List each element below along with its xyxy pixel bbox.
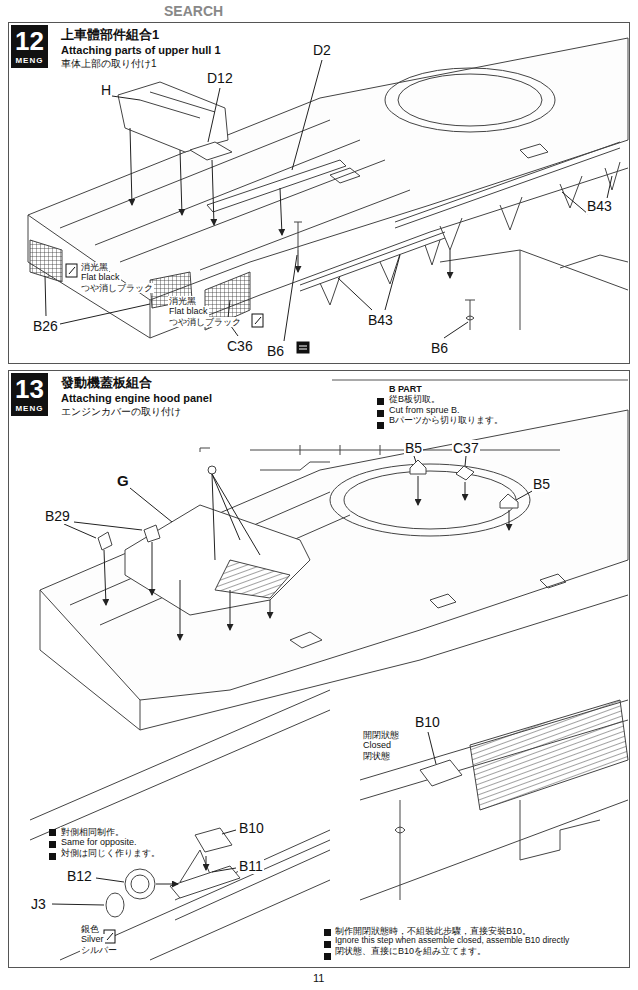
part-number: J3	[30, 896, 47, 912]
paint-note: 消光黑	[80, 262, 109, 272]
paint-note: 銀色	[80, 924, 100, 934]
part-letter: G	[116, 472, 130, 489]
step-frame: 上車體部件組合1Attaching parts of upper hull 1車…	[8, 22, 630, 364]
paint-note: Flat black	[80, 272, 121, 282]
step-frame: 發動機蓋板組合Attaching engine hood panelエンジンカバ…	[8, 370, 630, 968]
part-number: B5	[404, 440, 423, 456]
part-number: B43	[367, 312, 394, 328]
part-number: B43	[586, 198, 613, 214]
note-text: 閉状態、直接にB10を組み立てます。	[334, 946, 487, 956]
page-number: 11	[312, 972, 325, 985]
step-badge: 12MENG	[11, 25, 48, 68]
note-heading: B PART	[388, 384, 423, 394]
part-number: B26	[32, 318, 59, 334]
step-badge: 13MENG	[11, 373, 48, 416]
part-number: D2	[312, 42, 332, 58]
state-note: Closed	[362, 740, 392, 750]
watermark: SEARCH	[163, 3, 224, 19]
paint-note: 消光黑	[168, 296, 197, 306]
state-note: 開閉狀態	[362, 730, 400, 740]
step-heading: 發動機蓋板組合	[61, 375, 152, 391]
part-number: B12	[66, 868, 93, 884]
part-number: C37	[452, 440, 480, 456]
brand-mark: MENG	[15, 405, 43, 413]
note-text: Bパーツから切り取ります。	[388, 415, 504, 425]
step-number: 13	[15, 376, 44, 402]
note-text: 制作開閉狀態時，不組裝此步驟，直接安裝B10。	[334, 926, 532, 936]
step-heading: Attaching parts of upper hull 1	[61, 44, 221, 57]
paint-note: つや消しブラック	[168, 317, 242, 327]
paint-note: Flat black	[168, 306, 209, 316]
note-text: Cut from sprue B.	[388, 405, 461, 415]
note-text: 對側相同制作。	[60, 827, 125, 837]
part-number: H	[100, 82, 112, 98]
step-heading: 車体上部の取り付け1	[61, 58, 157, 70]
note-text: Ignore this step when assemble closed, a…	[334, 936, 570, 946]
step-heading: Attaching engine hood panel	[61, 392, 212, 405]
part-number: B6	[266, 343, 285, 359]
step-number: 12	[15, 28, 44, 54]
part-number: B29	[44, 508, 71, 524]
paint-note: つや消しブラック	[80, 283, 154, 293]
part-number: B10	[414, 714, 441, 730]
step-heading: エンジンカバーの取り付け	[61, 406, 181, 418]
note-text: 対側は同じく作ります。	[60, 848, 161, 858]
note-text: 從B板切取。	[388, 394, 441, 404]
part-number: B5	[532, 476, 551, 492]
brand-mark: MENG	[15, 57, 43, 65]
paint-note: シルバー	[80, 945, 118, 955]
note-text: Same for opposite.	[60, 837, 138, 847]
part-number: B6	[430, 340, 449, 356]
part-number: B11	[238, 858, 264, 874]
part-number: D12	[206, 70, 234, 86]
part-number: C36	[226, 338, 254, 354]
paint-note: Silver	[80, 934, 105, 944]
part-number: B10	[238, 820, 265, 836]
step-heading: 上車體部件組合1	[61, 27, 159, 43]
state-note: 閉状態	[362, 751, 391, 761]
